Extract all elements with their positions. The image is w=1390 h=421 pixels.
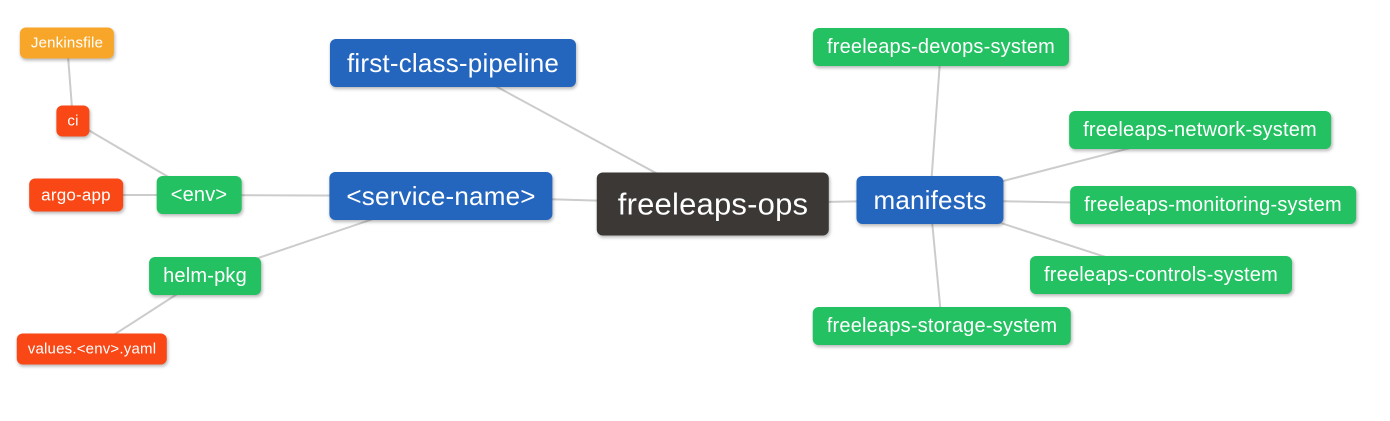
node-freeleaps-storage-system[interactable]: freeleaps-storage-system <box>812 307 1072 345</box>
node-first-class-pipeline[interactable]: first-class-pipeline <box>329 39 577 87</box>
node-freeleaps-devops-system[interactable]: freeleaps-devops-system <box>812 28 1070 66</box>
node-ci[interactable]: ci <box>56 105 90 137</box>
node-jenkinsfile[interactable]: Jenkinsfile <box>19 27 115 59</box>
node-freeleaps-ops[interactable]: freeleaps-ops <box>596 172 830 236</box>
node-argo-app[interactable]: argo-app <box>29 178 123 212</box>
node-env[interactable]: <env> <box>156 176 242 214</box>
node-manifests[interactable]: manifests <box>856 176 1004 224</box>
node-values-env-yaml[interactable]: values.<env>.yaml <box>16 333 168 365</box>
node-helm-pkg[interactable]: helm-pkg <box>149 257 261 295</box>
edge-manifests--freeleaps-devops-system <box>929 46 942 201</box>
node-freeleaps-controls-system[interactable]: freeleaps-controls-system <box>1030 256 1292 294</box>
node-freeleaps-monitoring-system[interactable]: freeleaps-monitoring-system <box>1070 186 1356 224</box>
node-freeleaps-network-system[interactable]: freeleaps-network-system <box>1069 111 1331 149</box>
node-service-name[interactable]: <service-name> <box>329 172 553 220</box>
